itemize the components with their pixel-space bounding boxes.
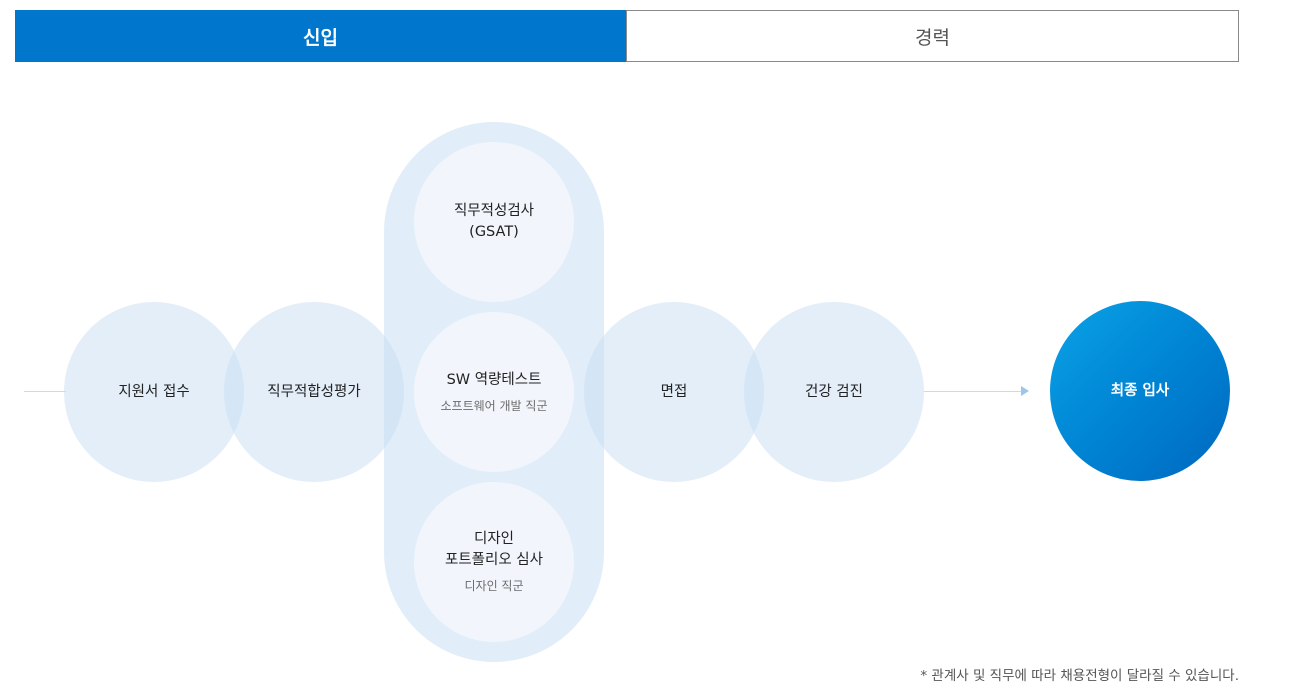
step-sw-test: SW 역량테스트 소프트웨어 개발 직군 xyxy=(414,312,574,472)
step-design-label-1: 디자인 xyxy=(473,531,515,547)
arrow-right-icon xyxy=(1021,386,1029,396)
step-health: 건강 검진 xyxy=(744,302,924,482)
step-job-fit: 직무적합성평가 xyxy=(224,302,404,482)
tab-experienced[interactable]: 경력 xyxy=(626,10,1239,62)
footnote: * 관계사 및 직무에 따라 채용전형이 달라질 수 있습니다. xyxy=(920,668,1239,684)
tab-new-hire[interactable]: 신입 xyxy=(15,10,626,62)
step-design-portfolio: 디자인 포트폴리오 심사 디자인 직군 xyxy=(414,482,574,642)
step-sw-test-sublabel: 소프트웨어 개발 직군 xyxy=(440,398,548,413)
step-design-sublabel: 디자인 직군 xyxy=(464,579,524,593)
step-health-label: 건강 검진 xyxy=(805,383,863,400)
step-interview: 면접 xyxy=(584,302,764,482)
step-gsat-label-2: (GSAT) xyxy=(469,224,519,240)
step-job-fit-label: 직무적합성평가 xyxy=(267,383,361,400)
step-interview-label: 면접 xyxy=(660,383,688,400)
step-application: 지원서 접수 xyxy=(64,302,244,482)
step-gsat: 직무적성검사 (GSAT) xyxy=(414,142,574,302)
step-final-hire-label: 최종 입사 xyxy=(1110,382,1170,399)
step-sw-test-label: SW 역량테스트 xyxy=(446,371,542,388)
entry-line xyxy=(24,391,66,392)
step-final-hire: 최종 입사 xyxy=(1050,301,1230,481)
step-design-label-2: 포트폴리오 심사 xyxy=(445,552,543,568)
connector-line xyxy=(924,391,1024,392)
step-gsat-label-1: 직무적성검사 xyxy=(453,203,535,219)
recruitment-type-tabs: 신입 경력 xyxy=(15,10,1239,62)
step-application-label: 지원서 접수 xyxy=(118,383,190,400)
